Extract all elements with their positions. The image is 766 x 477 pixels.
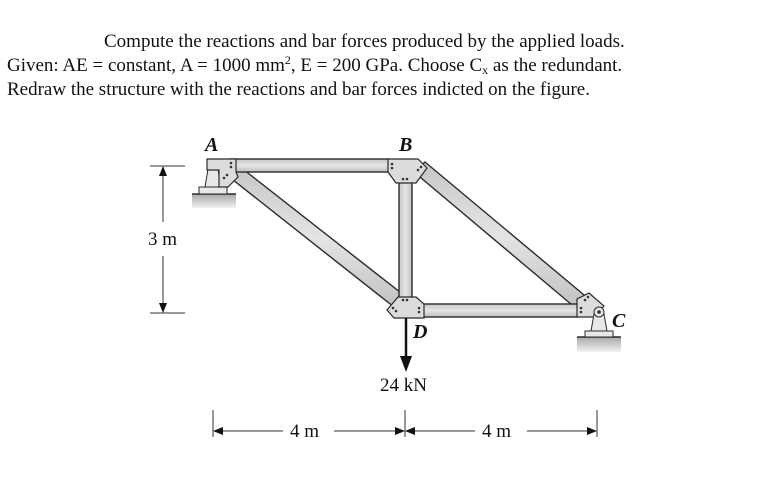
node-label-A: A: [203, 134, 218, 156]
dimension-span: [212, 410, 598, 437]
support-C: [577, 306, 621, 352]
member-DC: [421, 303, 579, 318]
member-BD: [398, 181, 413, 301]
problem-line-2: Given: AE = constant, A = 1000 mm2, E = …: [7, 54, 622, 78]
node-label-B: B: [398, 134, 412, 156]
gusset-A: [206, 158, 239, 188]
gusset-B: [387, 158, 428, 184]
dimension-span-right-label: 4 m: [482, 421, 511, 442]
member-BC: [412, 161, 592, 311]
gusset-D: [386, 296, 425, 319]
superscript: 2: [284, 53, 291, 67]
node-label-D: D: [412, 321, 427, 343]
dimension-height: [150, 165, 185, 314]
member-AD: [226, 165, 412, 312]
given-text-mid: , E = 200 GPa. Choose C: [290, 55, 483, 76]
load-label: 24 kN: [380, 375, 427, 396]
given-text: Given: AE = constant, A = 1000 mm: [7, 55, 285, 76]
problem-line-1: Compute the reactions and bar forces pro…: [104, 31, 625, 52]
given-text-end: as the redundant.: [488, 55, 623, 76]
dimension-height-label: 3 m: [148, 229, 177, 250]
subscript: x: [482, 63, 489, 77]
problem-line-3: Redraw the structure with the reactions …: [7, 79, 590, 100]
dimension-span-left-label: 4 m: [290, 421, 319, 442]
node-label-C: C: [612, 310, 626, 332]
load-arrow-D: [400, 318, 412, 372]
member-AB: [229, 158, 391, 173]
